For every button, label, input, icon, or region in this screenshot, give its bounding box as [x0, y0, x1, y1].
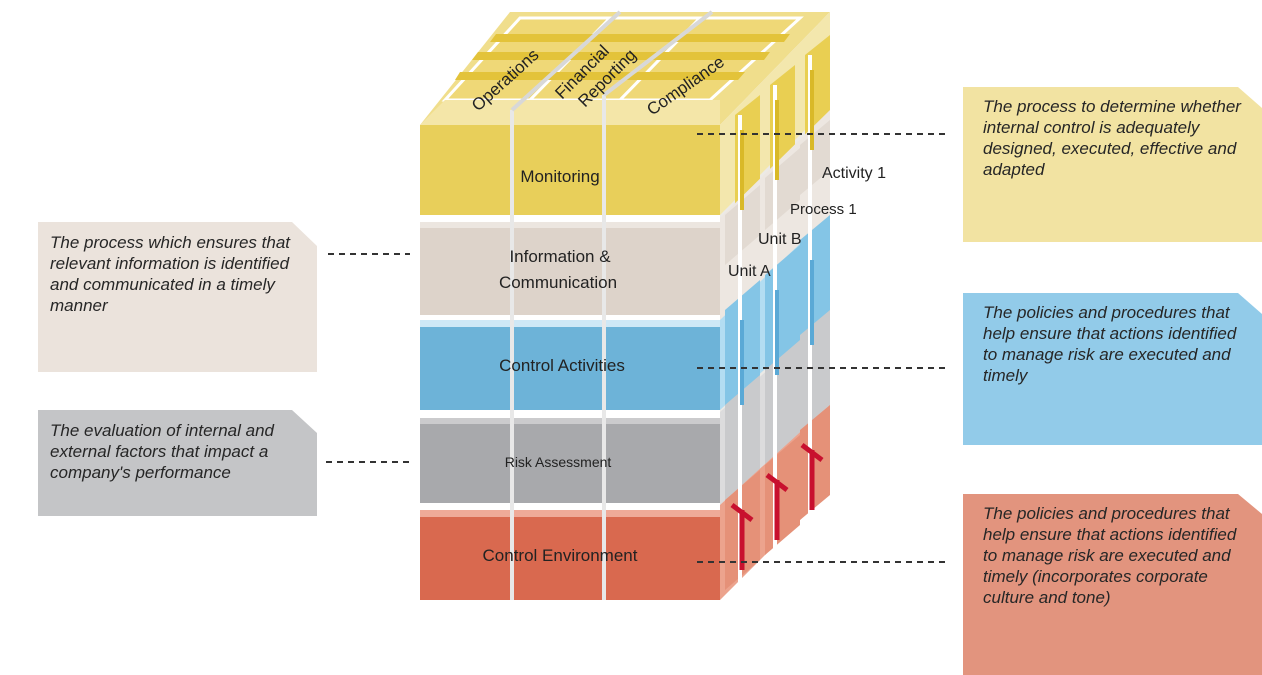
label-activity: Activity 1 — [822, 165, 886, 182]
callout-monitoring: The process to determine whether interna… — [975, 88, 1255, 238]
callout-control-activities-text: The policies and procedures that help en… — [983, 303, 1237, 385]
cube-front-face — [420, 10, 720, 600]
label-control-environment: Control Environment — [483, 546, 638, 565]
layer-information-communication — [420, 222, 720, 315]
cube-top-face — [420, 12, 830, 125]
label-unit-b: Unit B — [758, 231, 802, 248]
label-process: Process 1 — [790, 201, 857, 218]
callout-shape-risk-assessment — [38, 410, 317, 516]
callout-control-environment: The policies and procedures that help en… — [975, 495, 1255, 673]
layer-control-environment — [420, 510, 720, 600]
label-information-line1: Information & — [509, 247, 611, 266]
label-monitoring: Monitoring — [520, 167, 599, 186]
callout-information-text: The process which ensures that relevant … — [50, 233, 291, 315]
callout-risk-assessment: The evaluation of internal and external … — [40, 410, 310, 514]
label-information-line2: Communication — [499, 273, 617, 292]
callout-control-environment-text: The policies and procedures that help en… — [983, 504, 1237, 607]
layer-control-activities — [420, 320, 720, 410]
layer-monitoring — [420, 125, 720, 215]
callout-monitoring-text: The process to determine whether interna… — [983, 97, 1241, 179]
connectors — [326, 133, 948, 563]
label-unit-a: Unit A — [728, 263, 771, 280]
layer-risk-assessment — [420, 418, 720, 503]
callout-shapes — [38, 87, 1262, 675]
callout-shape-control-environment — [963, 494, 1262, 675]
callout-shape-control-activities — [963, 293, 1262, 445]
callout-control-activities: The policies and procedures that help en… — [975, 294, 1255, 444]
callout-information: The process which ensures that relevant … — [40, 222, 310, 370]
layer-labels: Monitoring Information & Communication C… — [483, 167, 638, 565]
callout-shape-monitoring — [963, 87, 1262, 242]
callout-shape-information — [38, 222, 317, 372]
side-labels: Activity 1 Process 1 Unit B Unit A — [728, 165, 886, 280]
label-control-activities: Control Activities — [499, 356, 625, 375]
label-risk-assessment: Risk Assessment — [505, 454, 612, 470]
callout-risk-assessment-text: The evaluation of internal and external … — [50, 421, 274, 482]
